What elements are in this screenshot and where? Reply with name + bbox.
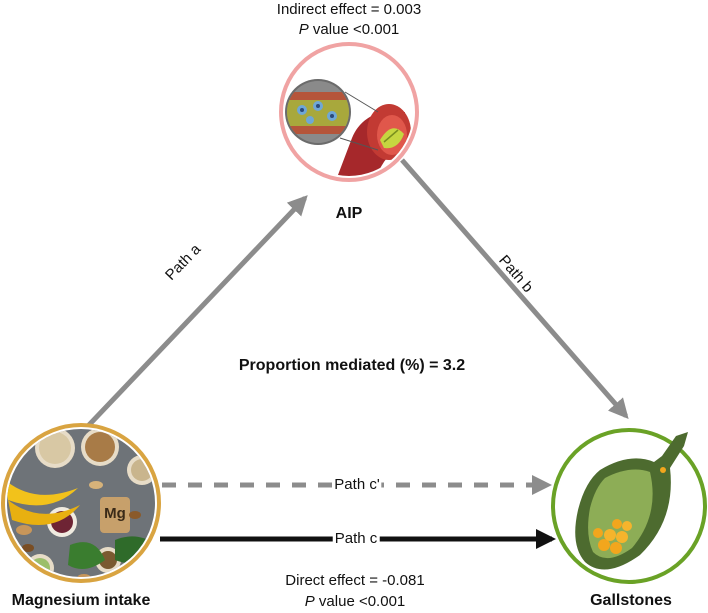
mediator-node <box>279 42 419 182</box>
outcome-node <box>551 428 707 584</box>
exposure-label: Magnesium intake <box>11 592 151 609</box>
path-b-arrow <box>400 158 629 420</box>
indirect-p-value: P value <0.001 <box>299 20 400 39</box>
artery-illustration <box>330 91 411 176</box>
path-a-arrow <box>86 195 308 428</box>
gallbladder-illustration <box>575 432 688 570</box>
path-c-prime-label: Path c' <box>332 476 382 494</box>
magnified-tissue-inset <box>285 79 351 145</box>
direct-effect-label: Direct effect = -0.081 <box>285 572 425 589</box>
outcome-label: Gallstones <box>590 592 672 609</box>
path-c-label: Path c <box>332 530 380 548</box>
mediator-label: AIP <box>335 205 363 222</box>
direct-p-letter: P <box>304 593 315 610</box>
indirect-p-text: value <0.001 <box>308 21 400 38</box>
indirect-p-letter: P <box>298 21 309 38</box>
mg-inset-label: Mg <box>104 505 126 522</box>
food-illustration <box>7 429 155 577</box>
direct-p-text: value <0.001 <box>314 593 406 610</box>
proportion-mediated-label: Proportion mediated (%) = 3.2 <box>238 357 466 374</box>
direct-p-value: P value <0.001 <box>305 592 406 611</box>
indirect-effect-label: Indirect effect = 0.003 <box>276 1 422 18</box>
exposure-node <box>1 423 161 583</box>
